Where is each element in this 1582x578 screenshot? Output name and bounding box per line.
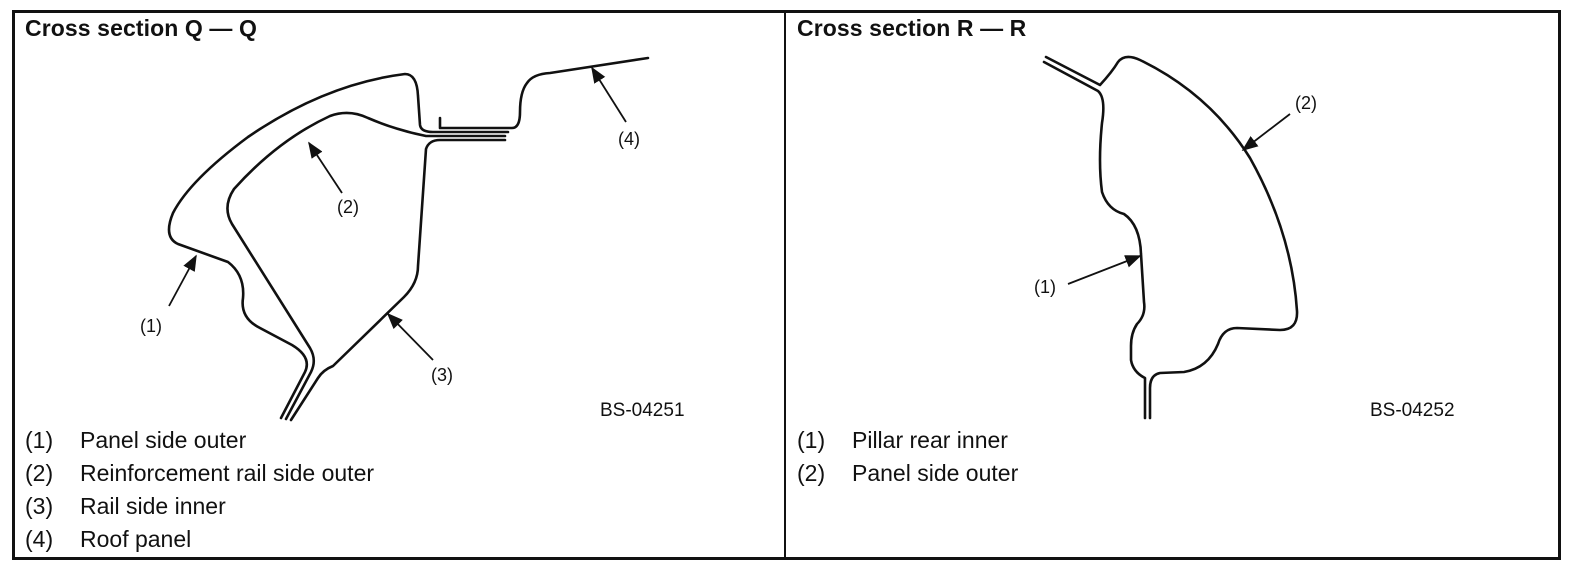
q-leader-1 [168,254,197,307]
right-figure-code: BS-04252 [1370,400,1455,421]
r-leader-2 [1241,113,1291,151]
legend-row: (3) Rail side inner [25,490,374,523]
legend-label: Panel side outer [80,427,247,453]
right-panel-title: Cross section R — R [797,15,1027,41]
legend-row: (2) Reinforcement rail side outer [25,457,374,490]
panel-divider [784,10,786,560]
q-callout-3: (3) [431,365,453,385]
pillar-rear-inner-shape [1042,60,1147,420]
q-leader-4 [591,66,627,123]
legend-row: (2) Panel side outer [797,457,1018,490]
left-legend: (1) Panel side outer (2) Reinforcement rai… [25,424,374,556]
left-figure-code: BS-04251 [600,400,685,421]
legend-row: (4) Roof panel [25,523,374,556]
panel-side-outer-shape [167,72,510,420]
legend-label: Panel side outer [852,460,1019,486]
legend-number: (1) [797,427,826,453]
left-panel-title: Cross section Q — Q [25,15,257,41]
right-legend: (1) Pillar rear inner (2) Panel side outer [797,424,1018,490]
legend-number: (3) [25,493,54,519]
reinforcement-rail-side-outer-shape [226,111,507,421]
r-leader-1 [1067,255,1142,285]
legend-number: (2) [25,460,54,486]
r-callout-1: (1) [1034,277,1056,297]
legend-row: (1) Panel side outer [25,424,374,457]
q-leader-2 [308,141,343,194]
legend-number: (4) [25,526,54,552]
r-callout-2: (2) [1295,93,1317,113]
q-callout-1: (1) [140,316,162,336]
legend-label: Roof panel [80,526,192,552]
legend-number: (2) [797,460,826,486]
q-callout-4: (4) [618,129,640,149]
rr-panel-side-outer-shape [1044,55,1299,420]
rail-side-inner-shape [289,138,507,422]
q-leader-3 [386,312,434,361]
legend-label: Rail side inner [80,493,226,519]
roof-panel-shape [438,56,650,130]
legend-label: Pillar rear inner [852,427,1008,453]
legend-label: Reinforcement rail side outer [80,460,375,486]
q-callout-2: (2) [337,197,359,217]
legend-number: (1) [25,427,54,453]
legend-row: (1) Pillar rear inner [797,424,1018,457]
